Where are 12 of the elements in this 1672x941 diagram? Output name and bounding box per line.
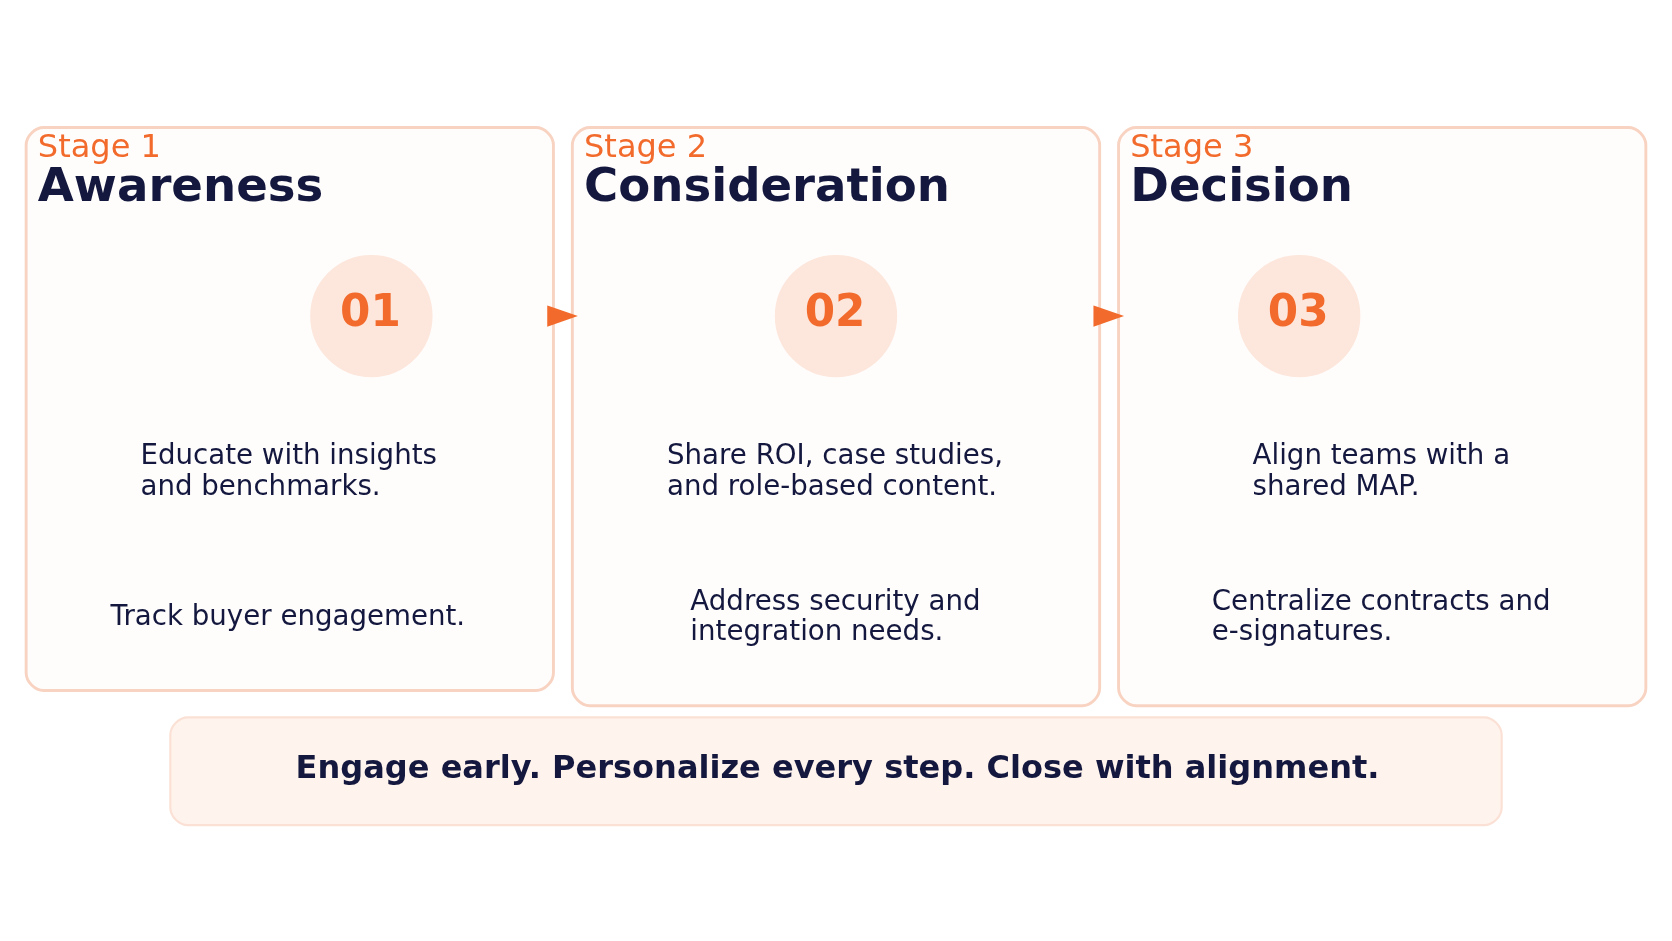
node-text: Address security and integration needs. (690, 583, 981, 648)
node-text: Centralize contracts and e-signatures. (1211, 583, 1551, 648)
node-box: Engage early. Personalize every step. Close with alignment. (169, 716, 1503, 827)
node-text: Educate with insights and benchmarks. (140, 438, 437, 502)
arrow (547, 305, 578, 327)
node-circle: 01 (310, 254, 433, 378)
node-circle: 03 (1238, 254, 1361, 378)
node-text: Track buyer engagement. (110, 599, 466, 633)
node-text: Align teams with a shared MAP. (1252, 438, 1511, 502)
node-text: Share ROI, case studies, and role-based content. (667, 438, 1003, 502)
arrow (1093, 305, 1125, 327)
node-circle: 02 (774, 254, 898, 378)
